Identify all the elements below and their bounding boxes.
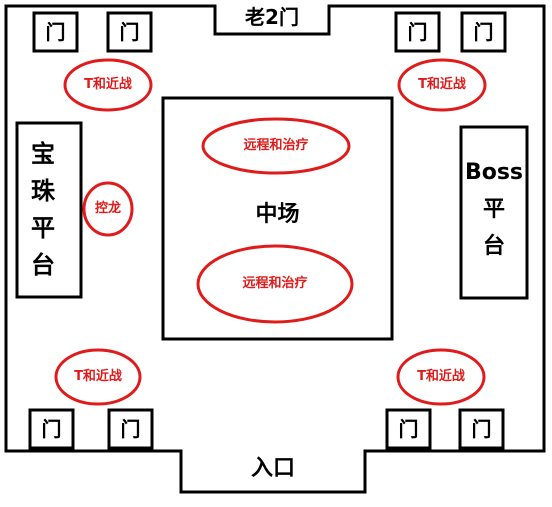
zone-oval-ranged-upper <box>201 117 351 175</box>
zone-oval-tank-bottom-left <box>54 348 142 406</box>
zone-label-ranged-lower: 远程和治疗 <box>242 276 308 291</box>
door-label-bottom-2: 门 <box>120 417 141 441</box>
door-box-top-1 <box>32 11 79 53</box>
right-platform-box <box>459 125 529 300</box>
door-label-top-4: 门 <box>473 20 494 44</box>
zone-label-ranged-upper: 远程和治疗 <box>243 138 309 153</box>
left-platform-char-4: 台 <box>31 251 55 279</box>
left-platform-char-3: 平 <box>31 214 55 242</box>
door-label-bottom-1: 门 <box>41 417 62 441</box>
door-box-top-2 <box>106 11 153 53</box>
door-label-bottom-3: 门 <box>398 417 419 441</box>
zone-oval-ranged-lower <box>196 244 354 324</box>
door-box-bottom-1 <box>28 408 75 450</box>
center-label: 中场 <box>255 202 300 227</box>
door-box-bottom-4 <box>458 408 505 450</box>
entrance-label: 入口 <box>250 456 295 481</box>
top-gate-label: 老2门 <box>245 5 299 29</box>
zone-label-tank-top-right: T和近战 <box>418 77 466 92</box>
inner-corridor <box>26 54 526 407</box>
outer-wall <box>4 4 546 494</box>
door-label-bottom-4: 门 <box>471 417 492 441</box>
left-platform-box <box>15 121 83 299</box>
door-box-top-4 <box>460 11 507 53</box>
zone-oval-tank-top-right <box>397 58 487 112</box>
door-box-top-3 <box>394 11 441 53</box>
right-platform-label: Boss 平 台 <box>461 154 527 265</box>
zone-label-tank-bottom-left: T和近战 <box>74 369 122 384</box>
left-platform-char-1: 宝 <box>31 140 55 168</box>
door-label-top-3: 门 <box>407 20 428 44</box>
right-platform-line-2: 平 <box>482 197 505 222</box>
zone-oval-dragon <box>82 181 134 237</box>
zone-oval-tank-top-left <box>63 58 153 112</box>
door-box-bottom-2 <box>107 408 154 450</box>
zone-label-tank-bottom-right: T和近战 <box>417 369 465 384</box>
door-label-top-2: 门 <box>119 20 140 44</box>
left-platform-char-2: 珠 <box>31 177 55 205</box>
right-platform-line-1: Boss <box>464 160 524 185</box>
zone-oval-tank-bottom-right <box>396 348 486 406</box>
center-square <box>161 96 394 341</box>
right-platform-line-3: 台 <box>482 234 505 259</box>
door-box-bottom-3 <box>385 408 432 450</box>
zone-label-dragon: 控龙 <box>94 201 121 216</box>
zone-label-tank-top-left: T和近战 <box>84 77 132 92</box>
door-label-top-1: 门 <box>45 20 66 44</box>
left-platform-label: 宝 珠 平 台 <box>23 136 63 284</box>
